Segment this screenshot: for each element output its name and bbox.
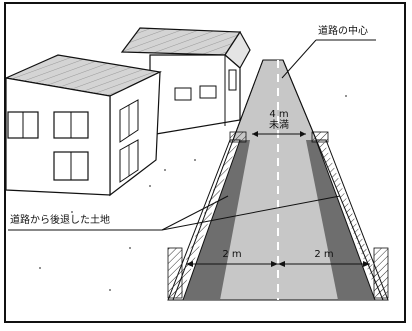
road-width-dimension: [252, 131, 306, 137]
right-setback-label: 2 m: [314, 249, 334, 260]
road-width-sub-label: 未満: [269, 120, 289, 131]
back-building: [120, 27, 251, 136]
setback-land-leader: [8, 195, 341, 231]
road-center-label: 道路の中心: [318, 26, 368, 37]
ground-dots: [39, 95, 347, 291]
road-center-leader: [281, 39, 376, 79]
right-wall: [311, 131, 389, 301]
right-setback-strip: [306, 140, 375, 300]
setback-land-label: 道路から後退した土地: [10, 215, 110, 226]
left-setback-label: 2 m: [222, 249, 242, 260]
setback-dimension: [186, 261, 370, 267]
front-building: [3, 54, 162, 197]
road-width-label: 4 m: [269, 109, 289, 120]
